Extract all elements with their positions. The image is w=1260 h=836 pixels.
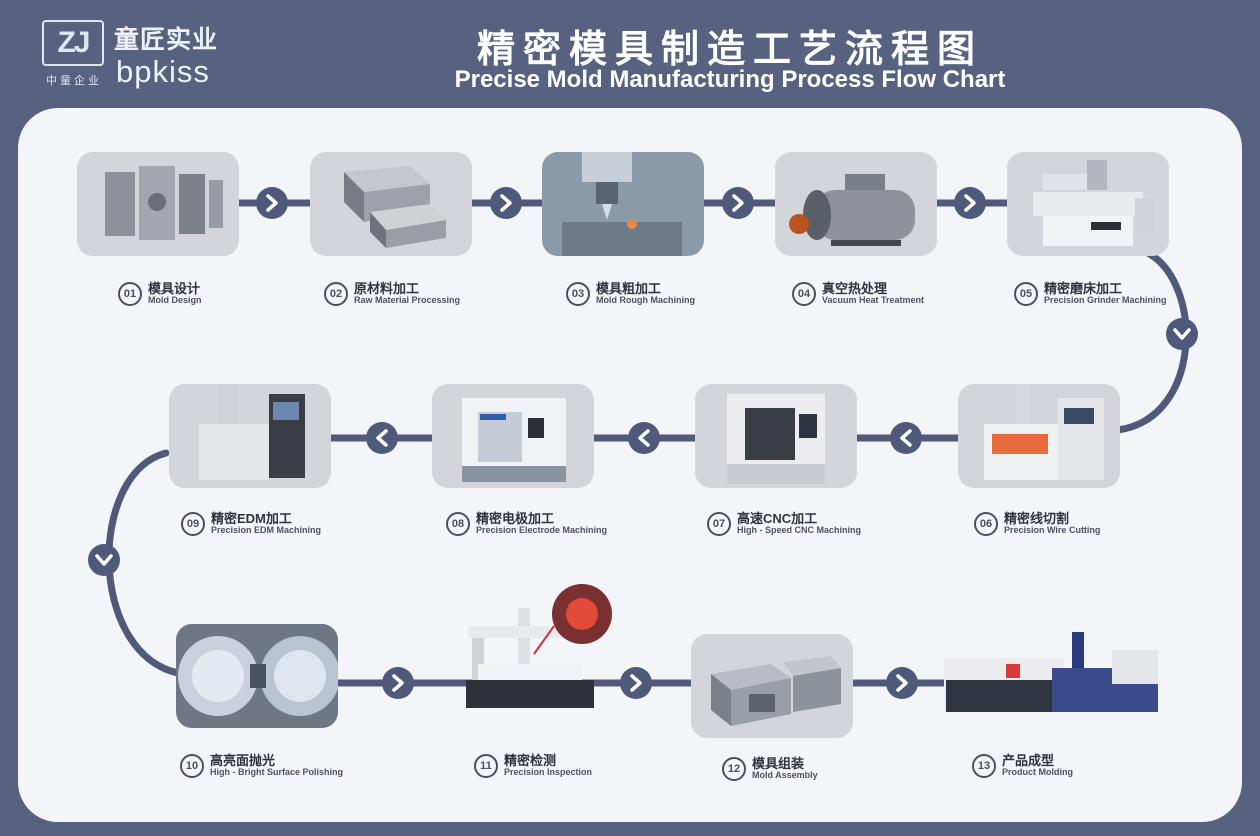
arrow-right-icon <box>954 187 986 219</box>
brand-name-cn: 童匠实业 <box>114 26 219 54</box>
arrow-down-icon <box>1166 318 1198 350</box>
step-number: 01 <box>118 282 142 306</box>
step-title-cn: 模具组装 <box>752 756 805 771</box>
page-title-cn: 精密模具制造工艺流程图 <box>476 29 983 71</box>
row3-arrows <box>382 667 918 699</box>
step-title-cn: 模具设计 <box>148 281 201 296</box>
step-title-en: Precision Grinder Machining <box>1044 295 1167 305</box>
row1-arrows <box>256 187 986 219</box>
step-title-cn: 精密EDM加工 <box>211 511 292 526</box>
arrow-right-icon <box>382 667 414 699</box>
step-number: 06 <box>974 512 998 536</box>
step-number: 10 <box>180 754 204 778</box>
step-06-image <box>958 384 1120 488</box>
step-title-en: Vacuum Heat Treatment <box>822 295 925 305</box>
step-number: 04 <box>792 282 816 306</box>
flow-connectors <box>88 187 1198 699</box>
arrow-left-icon <box>628 422 660 454</box>
step-title-cn: 原材料加工 <box>354 281 420 296</box>
milling-image <box>542 152 704 256</box>
arrow-right-icon <box>886 667 918 699</box>
mold-assembly-image <box>711 656 841 726</box>
arrow-left-icon <box>890 422 922 454</box>
step-11-image <box>458 584 638 734</box>
step-number: 02 <box>324 282 348 306</box>
step-title-en: Precision Electrode Machining <box>476 525 608 535</box>
step-number: 03 <box>566 282 590 306</box>
injection-molding-machine-image <box>944 632 1158 712</box>
row2-arrows <box>366 422 922 454</box>
mold-design-image <box>105 166 223 240</box>
step-03-image <box>542 152 704 256</box>
step-12-image <box>691 634 853 738</box>
arrow-right-icon <box>620 667 652 699</box>
brand-sub: 中童企业 <box>46 75 102 87</box>
step-title-cn: 精密检测 <box>504 753 557 768</box>
step-title-en: Precision Wire Cutting <box>1004 525 1101 535</box>
step-title-en: Raw Material Processing <box>354 295 461 305</box>
step-title-cn: 高亮面抛光 <box>210 753 276 768</box>
arrow-right-icon <box>256 187 288 219</box>
grinder-image <box>1033 160 1155 246</box>
step-title-en: Mold Rough Machining <box>596 295 695 305</box>
page-title-en: Precise Mold Manufacturing Process Flow … <box>454 66 1006 93</box>
step-number: 05 <box>1014 282 1038 306</box>
flow-panel: 01 模具设计 Mold Design 02 原材料加工 Raw Materia… <box>18 108 1242 822</box>
step-01-image <box>77 152 239 256</box>
step-07-image <box>695 384 857 488</box>
step-number: 11 <box>474 754 498 778</box>
step-title-cn: 模具粗加工 <box>596 281 662 296</box>
cnc-machine-image <box>727 394 825 484</box>
step-02-image <box>310 152 472 256</box>
step-title-en: Product Molding <box>1002 767 1073 777</box>
step-04-image <box>775 152 937 256</box>
step-title-cn: 产品成型 <box>1002 753 1055 768</box>
brand-logo: ZJ 童匠实业 中童企业 bpkiss <box>42 20 232 92</box>
arrow-left-icon <box>366 422 398 454</box>
step-title-cn: 精密线切割 <box>1004 511 1070 526</box>
step-title-en: Mold Assembly <box>752 770 818 780</box>
brand-name-en: bpkiss <box>116 54 210 89</box>
step-title-cn: 精密磨床加工 <box>1044 281 1123 296</box>
cmm-inspection-image <box>466 584 612 708</box>
step-08-image <box>432 384 594 488</box>
step-title-cn: 高速CNC加工 <box>737 511 818 526</box>
step-09-image <box>169 384 331 488</box>
edm-machine-image <box>199 384 305 480</box>
step-05-image <box>1007 152 1169 256</box>
steel-blocks-image <box>344 166 446 248</box>
step-13-image <box>936 624 1166 728</box>
step-title-en: High - Bright Surface Polishing <box>210 767 344 777</box>
step-number: 08 <box>446 512 470 536</box>
step-number: 12 <box>722 757 746 781</box>
step-title-cn: 真空热处理 <box>822 281 888 296</box>
step-number: 09 <box>181 512 205 536</box>
step-title-en: High - Speed CNC Machining <box>737 525 862 535</box>
electrode-machine-image <box>462 398 566 482</box>
step-10-image <box>176 624 338 728</box>
step-title-en: Precision Inspection <box>504 767 593 777</box>
step-title-cn: 精密电极加工 <box>476 511 555 526</box>
step-number: 07 <box>707 512 731 536</box>
step-title-en: Precision EDM Machining <box>211 525 322 535</box>
wire-cutting-machine-image <box>984 384 1104 480</box>
step-title-en: Mold Design <box>148 295 202 305</box>
polished-surface-image <box>176 624 338 728</box>
step-number: 13 <box>972 754 996 778</box>
arrow-right-icon <box>490 187 522 219</box>
logo-mark: ZJ <box>42 20 104 66</box>
vacuum-furnace-image <box>789 174 915 246</box>
arrow-right-icon <box>722 187 754 219</box>
arrow-down-icon <box>88 544 120 576</box>
